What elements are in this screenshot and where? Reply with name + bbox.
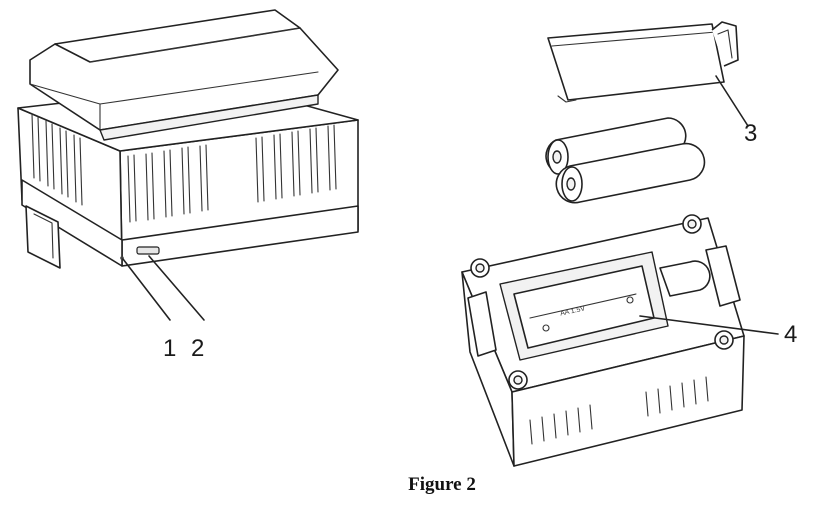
usb-port bbox=[136, 246, 160, 255]
left-vents bbox=[31, 113, 83, 206]
leader-1 bbox=[122, 258, 171, 321]
batteries bbox=[545, 117, 706, 204]
leader-4 bbox=[639, 315, 779, 335]
leader-3 bbox=[715, 75, 749, 127]
sensor-unit-assembled bbox=[17, 9, 359, 269]
figure-caption: Figure 2 bbox=[408, 474, 476, 495]
callout-4: 4 bbox=[784, 321, 798, 348]
sensor-housing-open bbox=[461, 214, 745, 467]
callout-1: 1 bbox=[163, 335, 177, 362]
leader-2 bbox=[148, 255, 205, 321]
front-vents bbox=[127, 124, 337, 223]
callout-2: 2 bbox=[191, 335, 205, 362]
callout-3: 3 bbox=[744, 120, 758, 147]
battery-cover bbox=[547, 21, 739, 103]
